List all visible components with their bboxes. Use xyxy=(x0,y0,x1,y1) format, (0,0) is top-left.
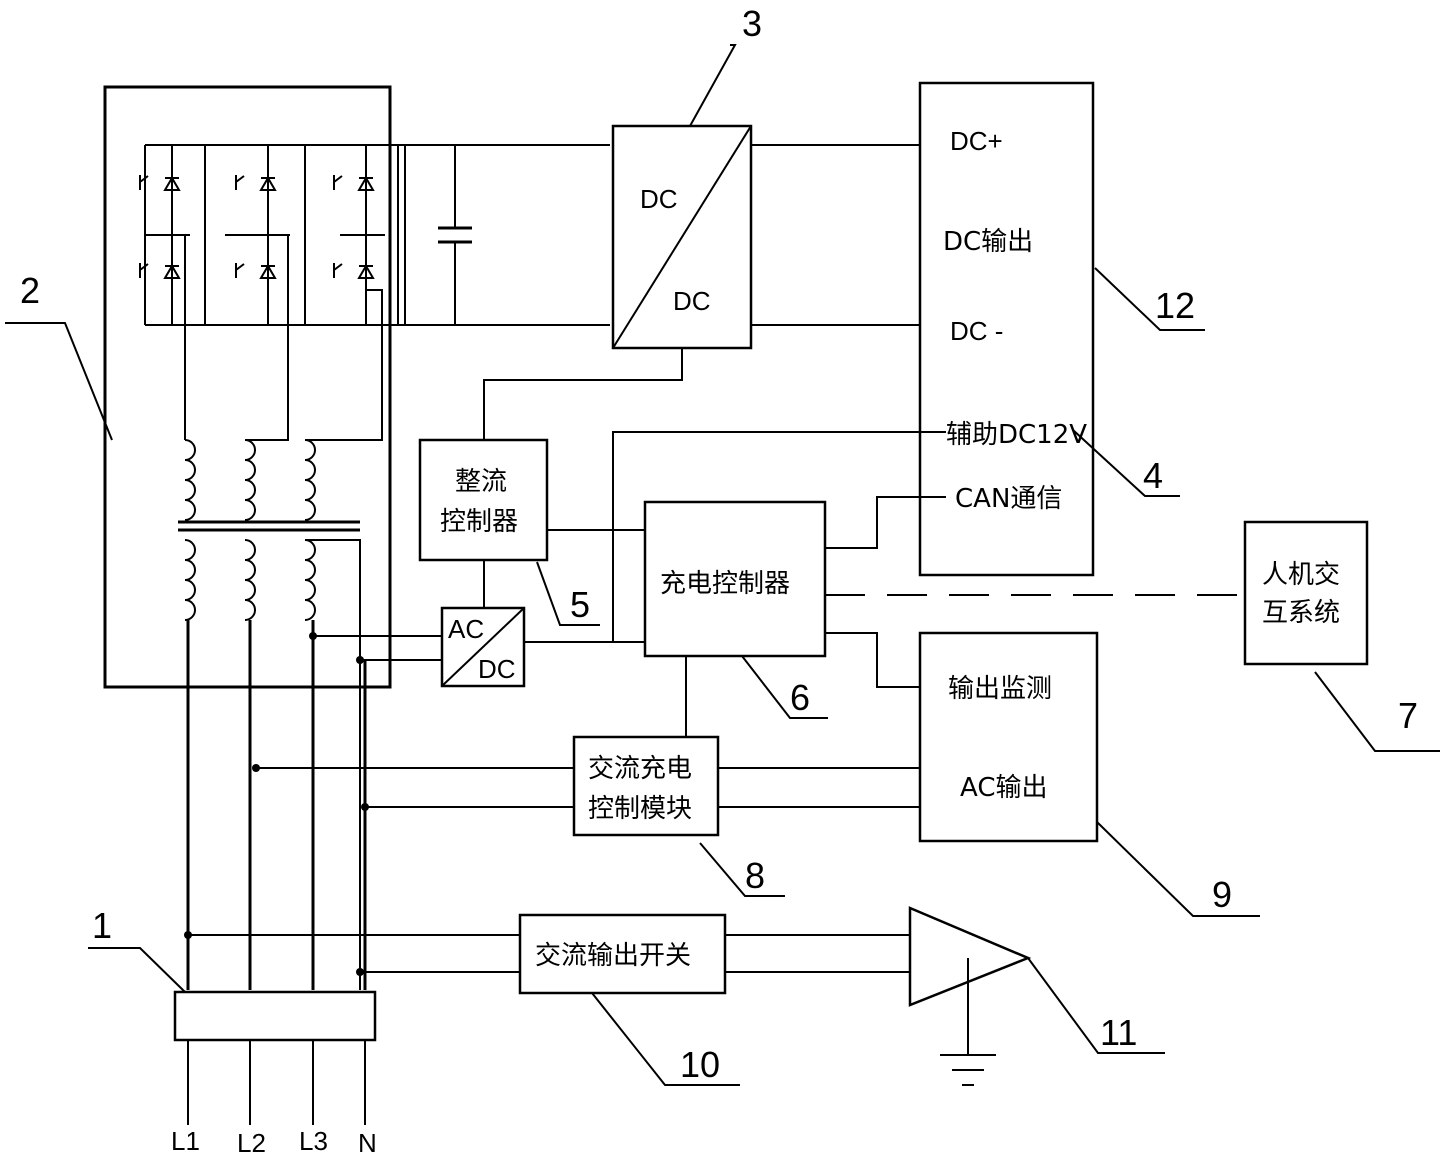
hmi-line1: 人机交 xyxy=(1262,560,1340,590)
can-label: CAN通信 xyxy=(955,484,1062,514)
callout-5: 5 xyxy=(570,584,590,625)
dc-plus-label: DC+ xyxy=(950,126,1003,156)
rectifier-controller-line2: 控制器 xyxy=(440,507,518,537)
hmi-line2: 互系统 xyxy=(1262,598,1340,628)
callout-1: 1 xyxy=(92,905,112,946)
charge-controller-label: 充电控制器 xyxy=(660,569,790,599)
dcdc-bottom-label: DC xyxy=(673,286,711,316)
acdc-bottom-label: DC xyxy=(478,654,516,684)
phase-lines xyxy=(188,620,365,1125)
ac-output-panel xyxy=(920,633,1097,841)
junction-dots xyxy=(184,632,369,976)
dc-minus-label: DC - xyxy=(950,316,1003,346)
acdc-top-label: AC xyxy=(448,614,484,644)
ac-charge-module-line1: 交流充电 xyxy=(588,754,692,784)
dc-output-label: DC输出 xyxy=(943,227,1033,257)
callout-4: 4 xyxy=(1143,455,1163,496)
rectifier-controller xyxy=(420,440,547,560)
bridge-leg-2 xyxy=(225,145,290,325)
callout-7: 7 xyxy=(1398,695,1418,736)
callout-6: 6 xyxy=(790,677,810,718)
callout-11: 11 xyxy=(1100,1012,1137,1053)
ac-output-switch-label: 交流输出开关 xyxy=(535,941,691,971)
hmi-system xyxy=(1245,522,1367,664)
bridge-leg-1 xyxy=(140,145,190,325)
terminal-n: N xyxy=(358,1128,377,1158)
terminal-l2: L2 xyxy=(237,1128,266,1158)
ac-charge-module-line2: 控制模块 xyxy=(588,794,692,824)
callout-3: 3 xyxy=(742,3,762,44)
rectifier-controller-line1: 整流 xyxy=(455,467,507,497)
terminal-l3: L3 xyxy=(299,1126,328,1156)
callout-9: 9 xyxy=(1212,874,1232,915)
input-breaker xyxy=(175,992,375,1040)
transformer xyxy=(178,440,360,990)
callout-8: 8 xyxy=(745,855,765,896)
ac-output-label: AC输出 xyxy=(960,773,1047,803)
callout-2: 2 xyxy=(20,270,40,311)
leg-connections xyxy=(185,235,382,440)
output-monitor-label: 输出监测 xyxy=(948,674,1052,704)
terminal-l1: L1 xyxy=(171,1126,200,1156)
bridge-leg-3 xyxy=(334,145,385,325)
dcdc-top-label: DC xyxy=(640,184,678,214)
callout-10: 10 xyxy=(680,1044,720,1085)
aux-12v-label: 辅助DC12V xyxy=(946,420,1087,450)
callout-12: 12 xyxy=(1155,285,1195,326)
